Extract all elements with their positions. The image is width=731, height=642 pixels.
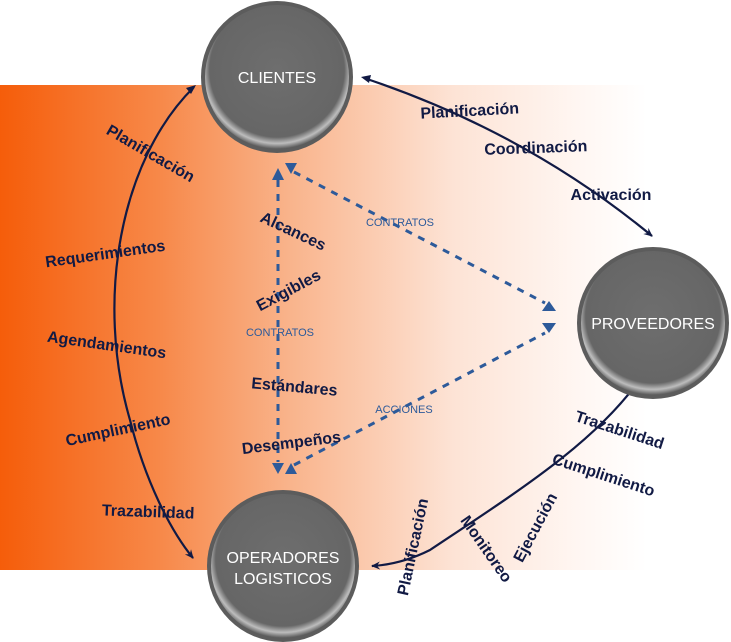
actions-tag: ACCIONES [375,404,432,416]
dashed-line-operadores-proveedores [293,331,546,467]
edge-label: Estándares [251,375,339,399]
edge-label: Activación [571,187,652,204]
edge-label: Monitoreo [457,513,515,586]
edge-label: Planificación [420,100,519,122]
node-label-line2: LOGISTICOS [234,571,332,588]
edge-label: Cumplimiento [550,451,657,500]
edge-label: Coordinación [484,138,588,159]
node-label-line1: OPERADORES [227,550,340,567]
edge-label: Cumplimiento [64,411,172,450]
contract-tag: CONTRATOS [366,217,434,229]
triangle-up-clientes [272,168,284,180]
edge-label: Requerimientos [44,238,166,272]
triangle-down-clientes [285,163,297,174]
node-proveedores[interactable]: PROVEEDORES [577,247,729,399]
edge-label: Exigibles [254,267,324,315]
arc-clientes-proveedores [363,76,653,237]
node-operadores-logisticos[interactable]: OPERADORES LOGISTICOS [207,490,359,642]
arc-operadores-clientes [113,86,195,559]
node-label: CLIENTES [238,70,316,87]
gradient-background [0,85,647,570]
edge-label: Planificación [103,122,197,186]
triangle-up-operadores [285,463,297,474]
arc-proveedores-operadores [371,371,646,570]
triangle-up-proveedores [542,301,556,311]
arrowhead-top-left [186,85,196,94]
edge-label: Trazabilidad [102,502,195,522]
node-label: PROVEEDORES [591,316,715,333]
triangle-down-operadores [272,463,284,474]
contract-tag: CONTRATOS [246,327,314,339]
edge-label: Ejecución [511,491,561,566]
node-clientes[interactable]: CLIENTES [201,1,353,153]
arrowhead-clientes [361,75,371,83]
edge-label: Planificación [395,497,432,597]
dashed-line-clientes-proveedores [293,170,546,305]
edge-label: Alcances [257,209,328,254]
edge-label: Desempeños [241,429,342,458]
edge-label: Agendamientos [46,329,167,363]
triangle-down-proveedores [542,323,556,333]
edge-label: Trazabilidad [573,408,666,453]
